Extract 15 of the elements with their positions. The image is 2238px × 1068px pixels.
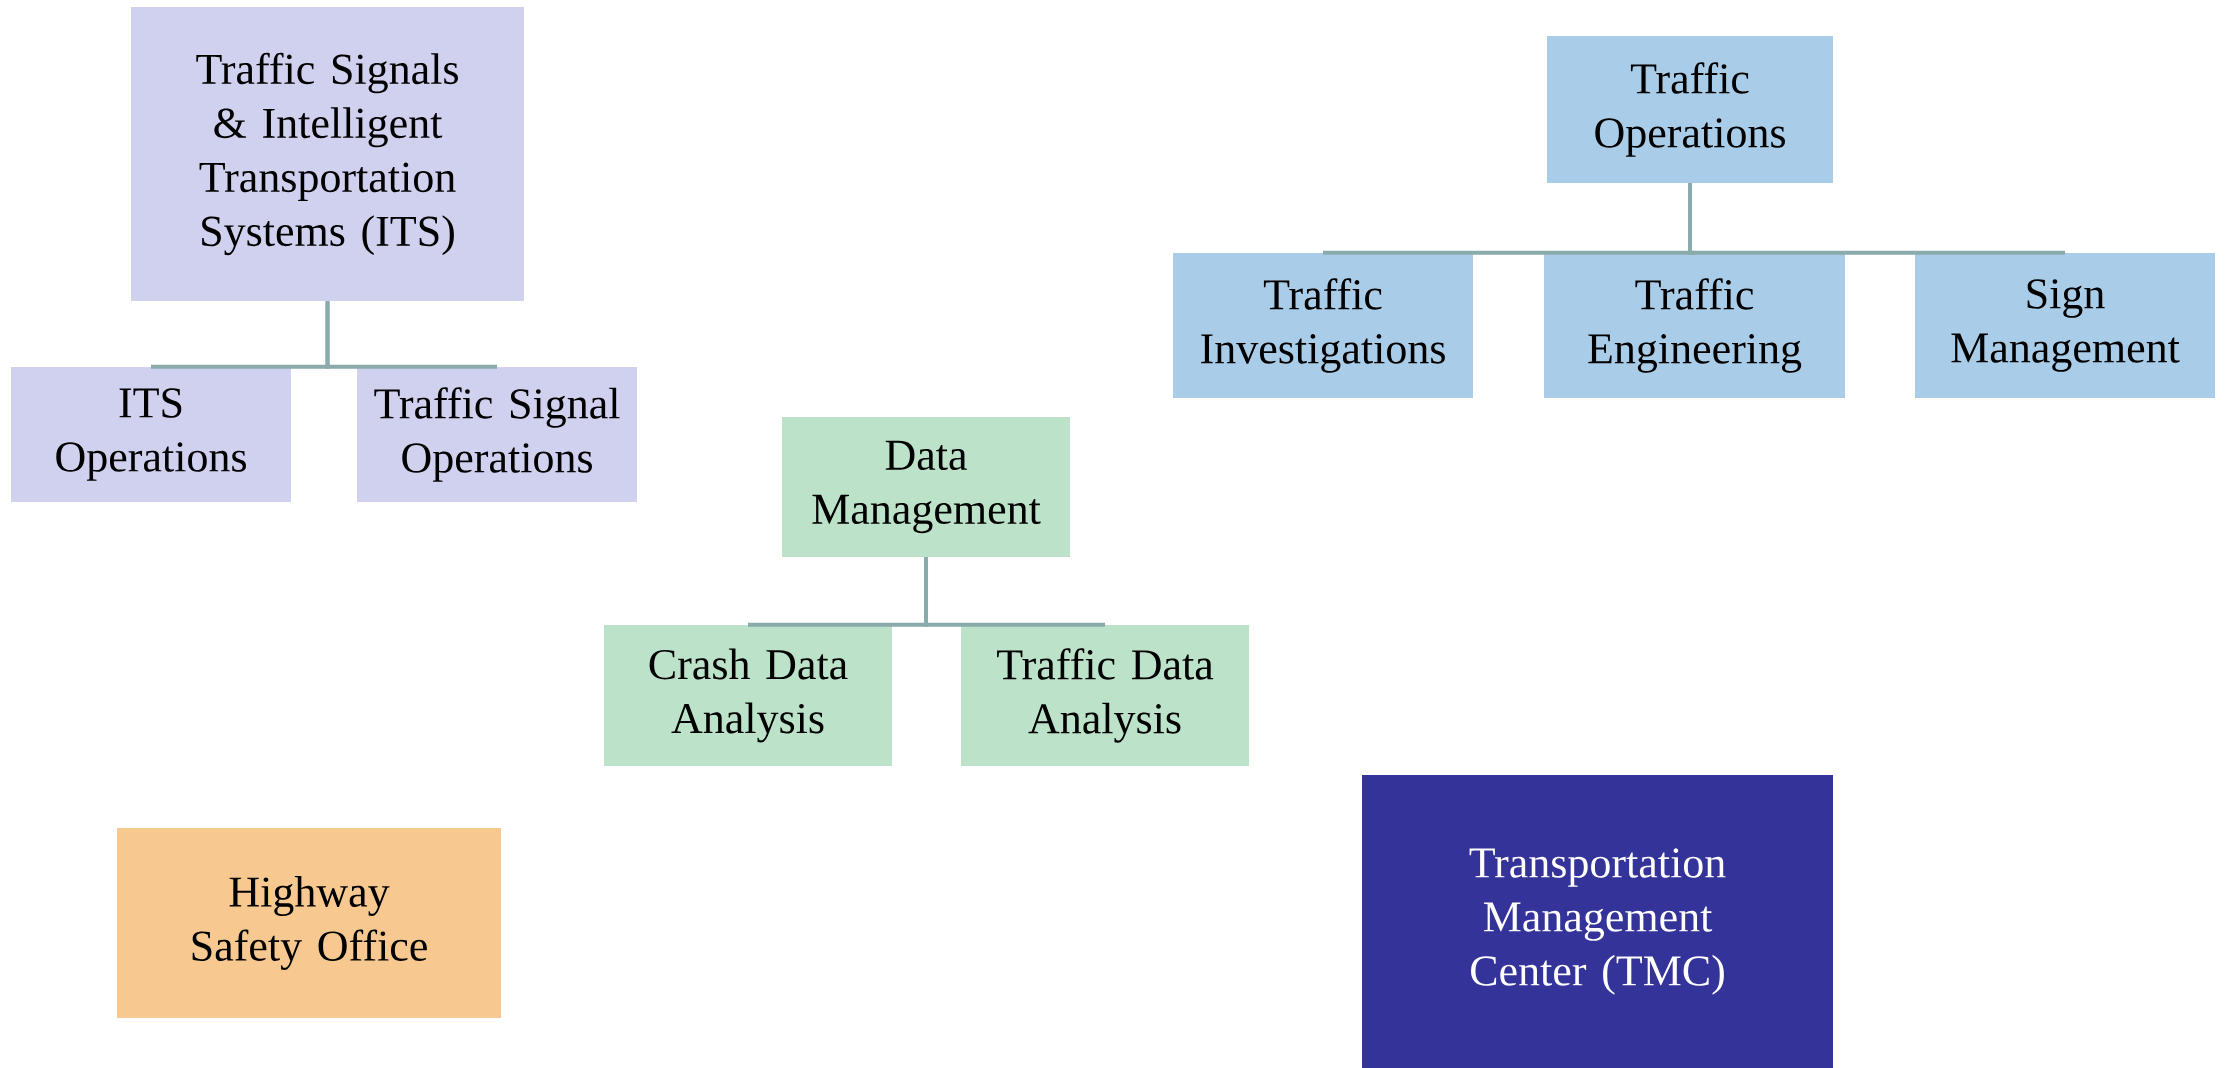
org-box: Traffic Engineering [1544,253,1845,398]
connector-line [924,557,1105,627]
org-box: Transportation Management Center (TMC) [1362,775,1833,1068]
org-box: Highway Safety Office [117,828,501,1018]
org-box: Traffic Signals & Intelligent Transportation Systems (ITS) [131,7,524,301]
org-box: ITS Operations [11,367,291,502]
org-box: Crash Data Analysis [604,625,892,766]
org-box: Traffic Investigations [1173,253,1473,398]
org-box: Sign Management [1915,253,2215,398]
org-box: Traffic Operations [1547,36,1833,183]
connector-line [1688,183,2065,255]
connector-line [325,301,497,369]
org-box: Data Management [782,417,1070,557]
org-box: Traffic Signal Operations [357,367,637,502]
org-box: Traffic Data Analysis [961,625,1249,766]
